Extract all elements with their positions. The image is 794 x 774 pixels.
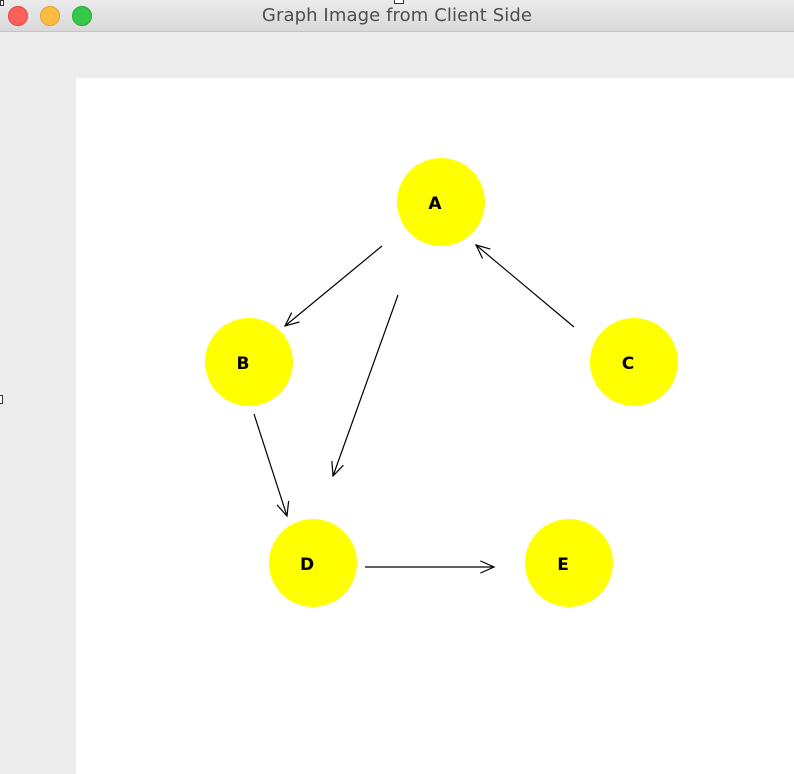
arrowhead: [480, 560, 496, 574]
node-c: C: [590, 318, 678, 406]
node-circle: [525, 519, 613, 607]
arrowhead: [283, 312, 300, 327]
edge-line: [253, 413, 288, 517]
node-circle: [269, 519, 357, 607]
node-label: D: [300, 555, 314, 575]
zoom-window-button[interactable]: [72, 6, 92, 26]
edge-a-to-b: [283, 245, 383, 327]
node-label: C: [622, 354, 634, 374]
node-circle: [590, 318, 678, 406]
window-title: Graph Image from Client Side: [261, 5, 533, 26]
minimize-window-button[interactable]: [40, 6, 60, 26]
node-label: A: [428, 194, 442, 214]
close-window-button[interactable]: [8, 6, 28, 26]
node-circle: [205, 318, 293, 406]
node-a: A: [397, 158, 485, 246]
edge-a-to-d: [331, 294, 399, 478]
node-e: E: [525, 519, 613, 607]
arrowhead: [474, 244, 491, 259]
resize-handle-left[interactable]: [0, 395, 3, 404]
edge-b-to-d: [253, 413, 290, 518]
resize-handle-top[interactable]: [394, 0, 404, 4]
resize-handle-top-left[interactable]: [0, 0, 4, 6]
edge-line: [475, 244, 575, 328]
edge-c-to-a: [474, 244, 575, 328]
node-circle: [397, 158, 485, 246]
title-bar[interactable]: Graph Image from Client Side: [0, 0, 794, 32]
arrowhead: [276, 501, 290, 518]
edge-line: [332, 294, 399, 477]
edge-d-to-e: [365, 560, 496, 574]
edge-line: [284, 245, 383, 327]
node-b: B: [205, 318, 293, 406]
arrowhead: [331, 460, 344, 478]
node-label: B: [237, 354, 250, 374]
node-d: D: [269, 519, 357, 607]
node-label: E: [557, 555, 569, 575]
